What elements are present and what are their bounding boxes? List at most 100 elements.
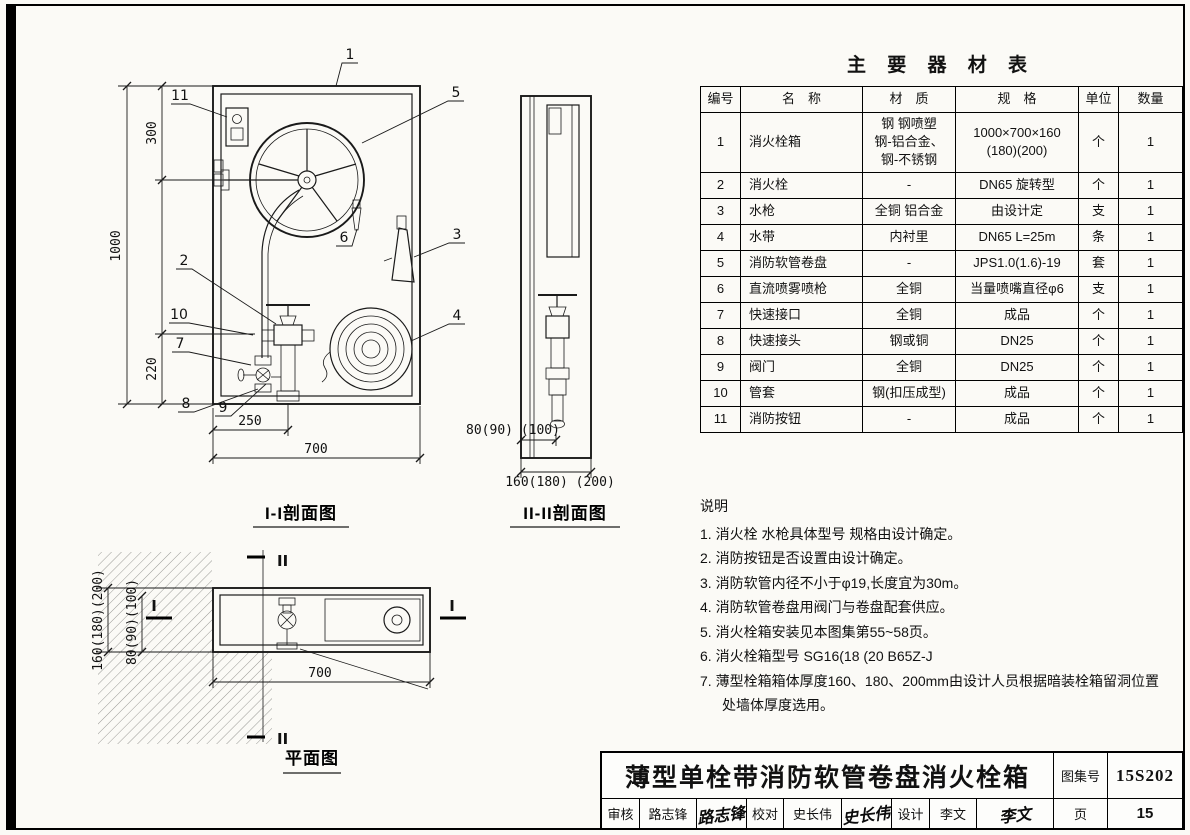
reviewer-name: 路志锋 [640,799,697,828]
page-label: 页 [1054,799,1108,828]
cell-material: - [862,249,956,277]
section-II-view: 80(90) (100) 160(180) (200) II-II剖面图 [466,95,620,528]
note-item: 1. 消火栓 水枪具体型号 规格由设计确定。 [700,525,962,542]
section-I-caption: I-I剖面图 [265,503,337,523]
cell-qty: 1 [1118,197,1183,225]
cell-material: 全铜 [862,353,956,381]
cell-unit: 支 [1078,275,1119,303]
checker-name: 史长伟 [784,799,842,828]
reviewer-signature-text: 路志锋 [696,804,747,828]
checker-signature-text: 史长伟 [841,804,892,828]
callout-4: 4 [453,308,462,324]
callout-5: 5 [452,85,461,101]
equipment-table-row: 9 阀门 全铜 DN25 个 1 [700,353,1183,381]
title-block-top-row: 薄型单栓带消防软管卷盘消火栓箱 图集号 15S202 [602,753,1182,799]
equipment-table-row: 11 消防按钮 - 成品 个 1 [700,405,1183,433]
section-II-dimensions [516,434,596,478]
equipment-table-title: 主 要 器 材 表 [846,55,1036,76]
cell-unit: 个 [1078,379,1119,407]
note-item: 4. 消防软管卷盘用阀门与卷盘配套供应。 [700,599,954,615]
cell-qty: 1 [1118,301,1183,329]
dim-bottom-height: 220 [145,357,160,380]
cell-unit: 个 [1078,327,1119,355]
col-header-qty: 数量 [1118,86,1183,113]
cell-qty: 1 [1118,275,1183,303]
cell-spec: DN65 旋转型 [955,171,1079,199]
notes-section: 说明 1. 消火栓 水枪具体型号 规格由设计确定。2. 消防按钮是否设置由设计确… [700,494,1168,718]
cell-spec: 成品 [955,379,1079,407]
cell-unit: 个 [1078,405,1119,433]
callout-9: 9 [219,400,228,416]
equipment-table-row: 5 消防软管卷盘 - JPS1.0(1.6)-19 套 1 [700,249,1183,277]
dim-total-height: 1000 [109,230,124,261]
note-item: 2. 消防按钮是否设置由设计确定。 [700,550,912,566]
col-header-spec: 规 格 [955,86,1079,113]
cell-qty: 1 [1118,171,1183,199]
water-gun [383,215,415,283]
dim-valve-offset: 250 [238,414,261,429]
equipment-table-row: 4 水带 内衬里 DN65 L=25m 条 1 [700,223,1183,251]
callout-7: 7 [176,336,185,352]
callout-1: 1 [346,47,355,63]
equipment-table-header-row: 编号 名 称 材 质 规 格 单位 数量 [700,86,1183,113]
cell-unit: 个 [1078,112,1119,173]
plan-caption: 平面图 [285,749,339,768]
dim-total-width: 700 [304,442,327,457]
drawing-title: 薄型单栓带消防软管卷盘消火栓箱 [602,753,1054,798]
cell-number: 10 [700,379,741,407]
cell-qty: 1 [1118,379,1183,407]
atlas-no-label: 图集号 [1054,753,1108,798]
design-label: 设计 [892,799,930,828]
cell-name: 消火栓 [740,171,863,199]
dim-inner-depth: 80(90) (100) [466,423,560,438]
cell-spec: DN25 [955,327,1079,355]
cell-name: 水枪 [740,197,863,225]
cell-qty: 1 [1118,405,1183,433]
col-header-material: 材 质 [862,86,956,113]
cell-name: 消防软管卷盘 [740,249,863,277]
plan-dimensions [96,583,435,688]
callout-leaders [169,62,465,417]
cell-unit: 个 [1078,353,1119,381]
hose-reel [220,122,365,238]
cell-spec: 成品 [955,301,1079,329]
callout-2: 2 [180,253,189,269]
title-block: 薄型单栓带消防软管卷盘消火栓箱 图集号 15S202 审核 路志锋 路志锋 校对… [600,751,1184,830]
cell-spec: 由设计定 [955,197,1079,225]
review-label: 审核 [602,799,640,828]
equipment-table-row: 2 消火栓 - DN65 旋转型 个 1 [700,171,1183,199]
plan-dim-total-depth: 160(180)(200) [91,569,106,671]
col-header-number: 编号 [700,86,741,113]
fire-button-box [225,107,249,147]
cell-name: 消火栓箱 [740,112,863,173]
wall-hatch-lower [212,652,272,744]
coiled-hose [321,307,413,391]
check-label: 校对 [747,799,784,828]
cell-material: 钢 钢喷塑 钢-铝合金、 钢-不锈钢 [862,112,956,173]
note-item: 7. 薄型栓箱箱体厚度160、180、200mm由设计人员根据暗装栓箱留洞位置处… [700,672,1159,714]
cell-name: 阀门 [740,353,863,381]
cell-number: 9 [700,353,741,381]
cell-qty: 1 [1118,112,1183,173]
cell-material: 钢(扣压成型) [862,379,956,407]
plan-marker-II-top: II [277,552,288,570]
valve-side-view [538,294,577,429]
atlas-no-value: 15S202 [1116,765,1174,785]
equipment-table-row: 1 消火栓箱 钢 钢喷塑 钢-铝合金、 钢-不锈钢 1000×700×160 (… [700,112,1183,173]
cell-number: 5 [700,249,741,277]
plan-marker-I-right: I [449,597,455,615]
supply-pipe [237,189,304,393]
cell-material: 钢或铜 [862,327,956,355]
designer-name: 李文 [930,799,977,828]
cell-number: 2 [700,171,741,199]
cell-unit: 支 [1078,197,1119,225]
cell-material: - [862,171,956,199]
callout-11: 11 [171,88,189,104]
designer-signature: 李文 [977,799,1054,828]
cell-spec: 1000×700×160 (180)(200) [955,112,1079,173]
equipment-table-row: 3 水枪 全铜 铝合金 由设计定 支 1 [700,197,1183,225]
cell-material: 全铜 [862,301,956,329]
cell-name: 管套 [740,379,863,407]
equipment-table-section: 主 要 器 材 表 编号 名 称 材 质 规 格 单位 数量 1 消火栓箱 钢 … [700,50,1183,433]
plan-marker-I-left: I [151,597,157,615]
